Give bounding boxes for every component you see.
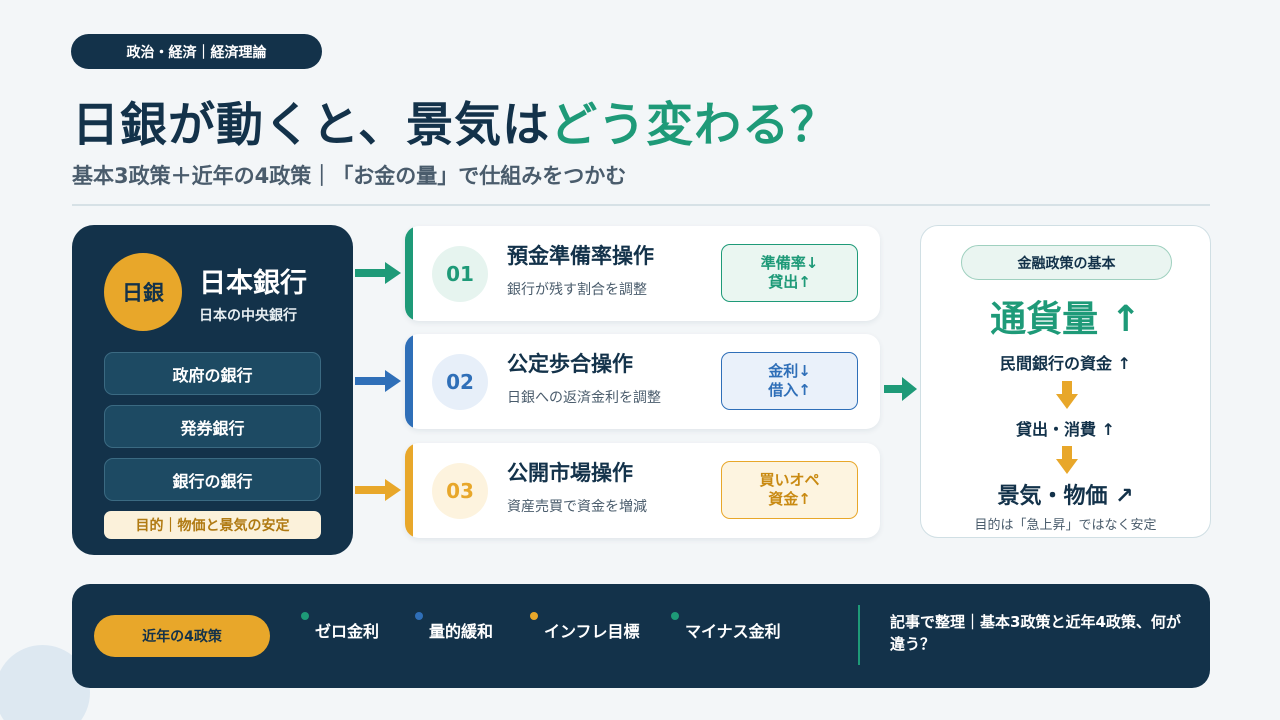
role-bankers-bank: 銀行の銀行 [104,458,321,501]
arrow-down-icon [1056,446,1078,474]
card-accent-bar [405,226,413,321]
policy-description: 日銀への返済金利を調整 [507,390,661,406]
boj-badge: 日銀 [104,253,182,331]
bullet-dot [301,612,309,620]
policy-title: 公開市場操作 [507,461,633,485]
bullet-dot [415,612,423,620]
arrow-down-icon [1056,381,1078,409]
arrow-right-icon [884,377,917,401]
policy-card-official-rate: 02 公定歩合操作 日銀への返済金利を調整 金利↓ 借入↑ [405,334,880,429]
header-divider [72,204,1210,206]
policy-effect: 買いオペ 資金↑ [721,461,858,519]
recent-policy-negative-rate: マイナス金利 [685,622,781,641]
title-main: 日銀が動くと、景気は [72,98,551,153]
bottom-divider [858,605,860,665]
step-economy-prices: 景気・物価 ↗ [997,484,1134,509]
arrow-right-icon [355,479,401,501]
monetary-policy-basics-panel: 金融政策の基本 通貨量 ↑ 民間銀行の資金 ↑ 貸出・消費 ↑ 景気・物価 ↗ … [920,225,1211,538]
policy-number: 02 [432,354,488,410]
basics-note: 目的は「急上昇」ではなく安定 [974,518,1157,533]
card-accent-bar [405,443,413,538]
boj-name: 日本銀行 [199,268,307,299]
recent-policies-label: 近年の4政策 [94,615,270,657]
boj-goal: 目的｜物価と景気の安定 [104,511,321,539]
role-issuing-bank: 発券銀行 [104,405,321,448]
title-accent: どう変わる？ [550,98,839,153]
bullet-dot [530,612,538,620]
arrow-right-icon [355,370,401,392]
policy-card-open-market: 03 公開市場操作 資産売買で資金を増減 買いオペ 資金↑ [405,443,880,538]
role-government-bank: 政府の銀行 [104,352,321,395]
recent-policy-inflation-target: インフレ目標 [544,622,640,641]
money-supply-headline: 通貨量 ↑ [990,299,1141,340]
policy-description: 銀行が残す割合を調整 [507,282,647,298]
article-teaser: 記事で整理｜基本3政策と近年4政策、何が違う？ [890,613,1181,653]
recent-policies-bar: 近年の4政策 ゼロ金利 量的緩和 インフレ目標 マイナス金利 記事で整理｜基本3… [72,584,1210,688]
basics-label: 金融政策の基本 [961,245,1172,280]
arrow-right-icon [355,262,401,284]
boj-description: 日本の中央銀行 [199,308,297,324]
policy-card-reserve-ratio: 01 預金準備率操作 銀行が残す割合を調整 準備率↓ 貸出↑ [405,226,880,321]
category-tag: 政治・経済｜経済理論 [71,34,322,69]
policy-effect: 準備率↓ 貸出↑ [721,244,858,302]
page-subtitle: 基本3政策＋近年の4政策｜「お金の量」で仕組みをつかむ [72,164,627,188]
recent-policy-qe: 量的緩和 [429,622,494,641]
card-accent-bar [405,334,413,429]
policy-number: 01 [432,246,488,302]
bullet-dot [671,612,679,620]
boj-panel: 日銀 日本銀行 日本の中央銀行 政府の銀行 発券銀行 銀行の銀行 目的｜物価と景… [72,225,353,555]
policy-title: 公定歩合操作 [507,352,633,376]
policy-number: 03 [432,463,488,519]
policy-description: 資産売買で資金を増減 [507,499,647,515]
recent-policy-zero-rate: ゼロ金利 [315,622,380,641]
policy-title: 預金準備率操作 [507,244,654,268]
page-title: 日銀が動くと、景気はどう変わる？ [72,86,838,155]
step-lending-consumption: 貸出・消費 ↑ [1016,420,1115,439]
step-bank-funds: 民間銀行の資金 ↑ [1000,354,1131,373]
policy-effect: 金利↓ 借入↑ [721,352,858,410]
